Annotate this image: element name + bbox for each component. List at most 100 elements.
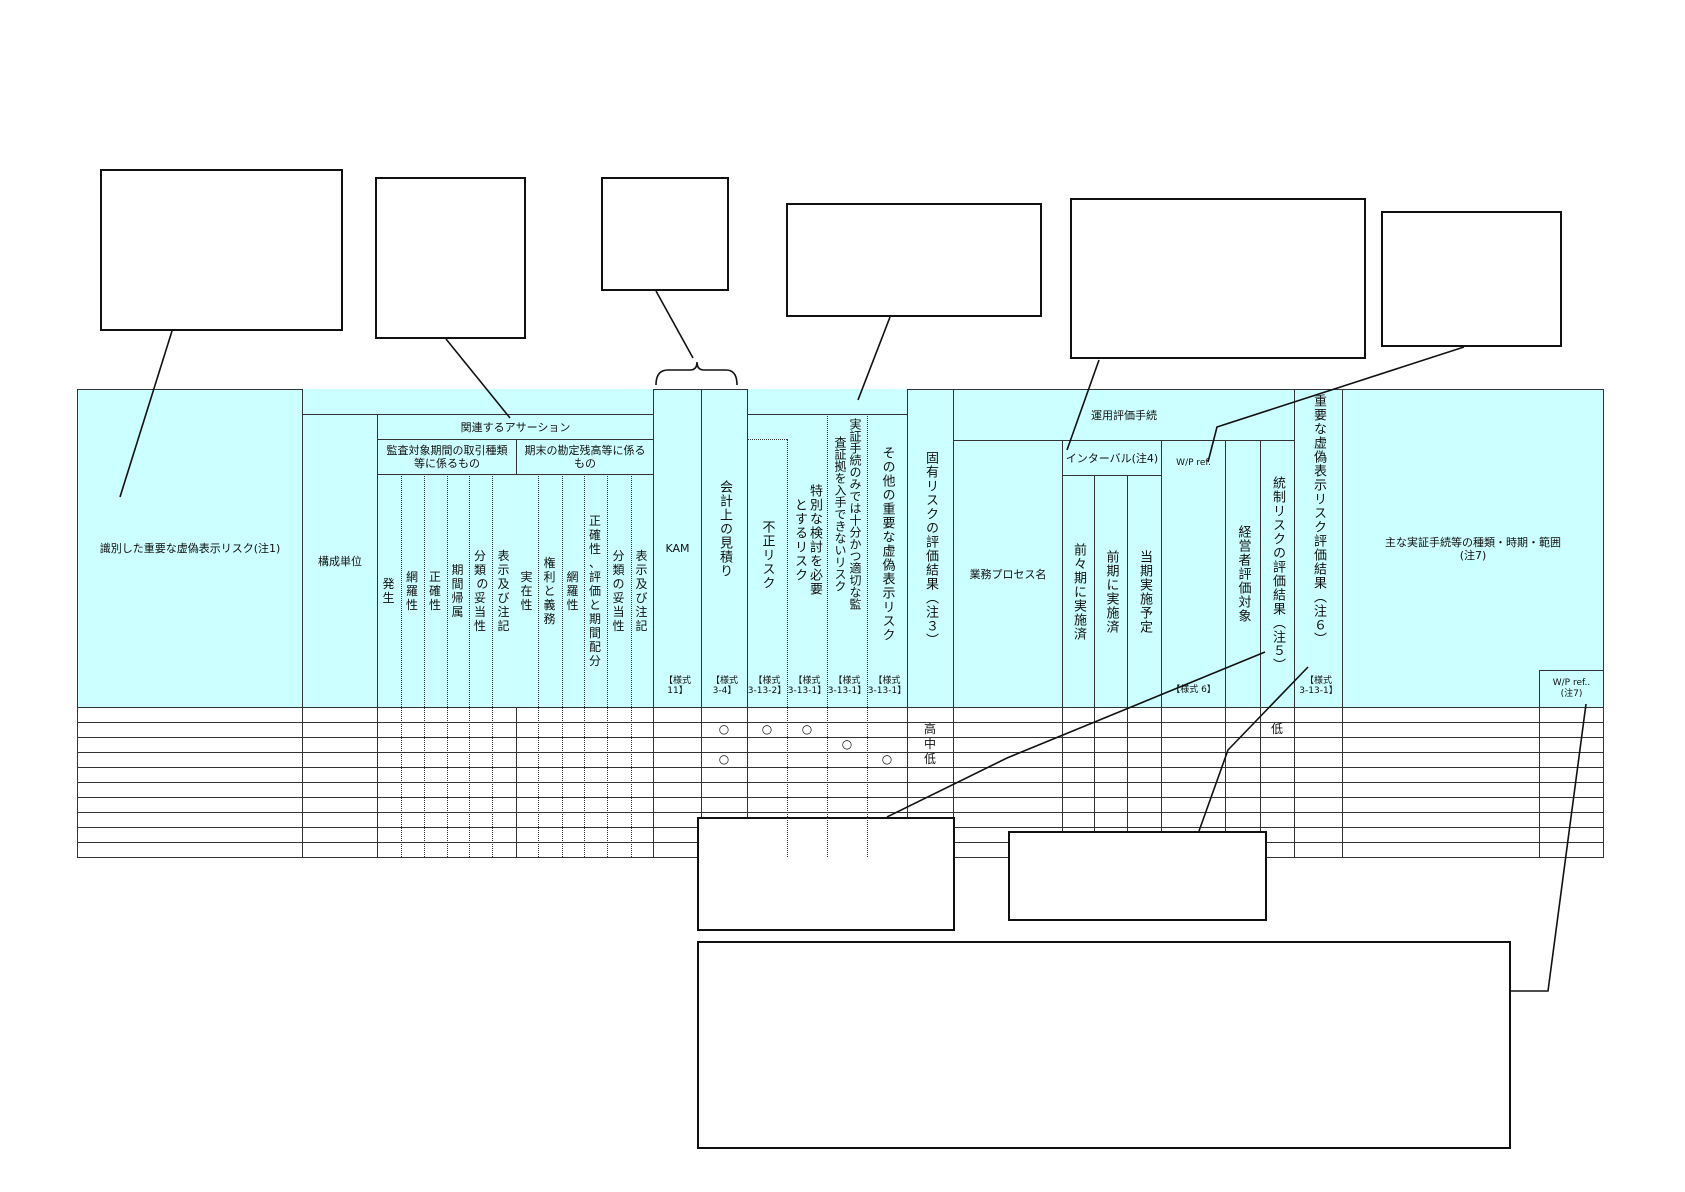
row-divider [77, 767, 1604, 768]
dotted-divider [827, 414, 828, 857]
header-current-label: 当期実施予定 [1137, 549, 1152, 634]
dotted-divider [492, 474, 493, 857]
header-wp-ref-note7-label: W/P ref.. (注7) [1552, 678, 1591, 699]
dotted-divider [787, 439, 788, 857]
assertion-label: 発 生 [382, 577, 396, 605]
cell-estimate[interactable]: ○ [718, 722, 730, 736]
dotted-divider [607, 474, 608, 857]
header-other-risk: その他の重要な虚偽表示リスク [867, 418, 907, 658]
assertion-column-12: 表 示 及 び 注 記 [631, 476, 653, 706]
dotted-divider [631, 474, 632, 857]
assertion-column-1: 発 生 [377, 476, 401, 706]
assertion-column-8: 権 利 と 義 務 [538, 476, 562, 706]
header-process-label: 業務プロセス名 [969, 567, 1047, 581]
cell-estimate[interactable]: ○ [718, 752, 730, 766]
dotted-divider [401, 474, 402, 857]
header-fraud-label: 不正リスク [759, 519, 775, 590]
kam-form-ref: 【様式 11】 [663, 676, 691, 696]
assertion-column-4: 期 間 帰 属 [447, 476, 469, 706]
header-other-label: その他の重要な虚偽表示リスク [879, 446, 895, 642]
row-divider [77, 812, 1604, 813]
row-divider [77, 737, 1604, 738]
assertion-label: 正 確 性 [428, 570, 442, 612]
dotted-divider [447, 474, 448, 857]
assertion-label: 正 確 性 、 評 価 と 期 間 配 分 [588, 514, 602, 668]
header-mgmt-label: 経営者評価対象 [1235, 525, 1251, 623]
leader-line-2 [445, 338, 511, 419]
header-substantive-only: 実証手続のみでは十分かつ適切な監 査証拠を入手できないリスク [827, 418, 867, 678]
header-interval-label: インターバル(注4) [1065, 451, 1159, 465]
header-period-end-balances: 期末の勘定残高等に係る もの [516, 439, 654, 475]
cell-substantive[interactable]: ○ [841, 737, 853, 751]
special-form-ref: 【様式 3-13-1】 [787, 676, 827, 696]
assertion-column-9: 網 羅 性 [562, 476, 584, 706]
callout-box-1 [100, 169, 343, 331]
assertion-label: 実 在 性 [520, 570, 534, 612]
leader-line-7 [886, 651, 1266, 818]
assertion-label: 分 類 の 妥 当 性 [473, 549, 490, 633]
assertion-label: 権 利 と 義 務 [543, 556, 557, 626]
dotted-divider [424, 474, 425, 857]
header-background [77, 389, 1604, 707]
wp-form-ref: 【様式 6】 [1171, 685, 1216, 695]
leader-line-8 [1198, 666, 1309, 832]
dotted-divider [469, 474, 470, 857]
header-assertions-label: 関連するアサーション [460, 420, 571, 434]
header-inherent-label: 固有リスクの評価結果（注３） [923, 450, 938, 647]
assertion-label: 表 示 及 び 注 記 [635, 549, 649, 633]
assertion-column-5: 分 類 の 妥 当 性 [469, 476, 492, 706]
cell-control[interactable]: 低 [1270, 722, 1283, 736]
leader-line-3 [655, 290, 694, 359]
header-fraud: 不正リスク [747, 439, 787, 669]
rmm-form-ref: 【様式 3-13-1】 [1299, 676, 1338, 696]
assertion-column-6: 表 示 及 び 注 記 [492, 476, 516, 706]
callout-box-6 [1381, 211, 1562, 347]
cell-special[interactable]: ○ [801, 722, 813, 736]
dotted-divider [584, 474, 585, 857]
header-substantive-procedures-label: 主な実証手続等の種類・時期・範囲 (注7) [1385, 535, 1561, 562]
callout-box-8 [1008, 831, 1267, 921]
header-estimate-label: 会計上の見積り [717, 479, 732, 578]
assertion-label: 表 示 及 び 注 記 [497, 549, 511, 633]
header-prev2-label: 前々期に実施済 [1071, 542, 1086, 641]
callout-box-3 [601, 177, 729, 291]
assertion-label: 期 間 帰 属 [451, 563, 465, 619]
header-control-label: 統制リスクの評価結果（注５） [1270, 476, 1285, 672]
assertion-column-7: 実 在 性 [516, 476, 538, 706]
row-divider [77, 752, 1604, 753]
callout-box-7 [697, 817, 955, 931]
row-divider [77, 722, 1604, 723]
cell-other[interactable]: ○ [881, 752, 893, 766]
other-form-ref: 【様式 3-13-1】 [867, 676, 907, 696]
cell-fraud[interactable]: ○ [761, 722, 773, 736]
header-prev-label: 前期に実施済 [1103, 549, 1119, 634]
dotted-divider [562, 474, 563, 857]
row-divider [77, 782, 1604, 783]
cell-inherent[interactable]: 中 [923, 737, 936, 751]
header-period-transactions-label: 監査対象期間の取引種類 等に係るもの [386, 444, 508, 470]
assertion-column-11: 分 類 の 妥 当 性 [607, 476, 631, 706]
dotted-divider [867, 414, 868, 857]
assertion-column-3: 正 確 性 [424, 476, 447, 706]
substantive-form-ref: 【様式 3-13-1】 [827, 676, 867, 696]
header-operating-tests-label: 運用評価手続 [1091, 408, 1157, 422]
cell-inherent[interactable]: 低 [923, 752, 936, 766]
leader-line-1 [119, 330, 173, 498]
header-unit-label: 構成単位 [318, 554, 362, 568]
callout-box-2 [375, 177, 526, 339]
callout-box-4 [786, 203, 1042, 317]
cell-inherent[interactable]: 高 [923, 722, 936, 736]
header-special: 特別な検討を必要 とするリスク [787, 440, 827, 640]
estimate-form-ref: 【様式 3-4】 [710, 676, 738, 696]
assertion-label: 網 羅 性 [566, 570, 580, 612]
header-identified-risk-label: 識別した重要な虚偽表示リスク(注1) [99, 542, 281, 555]
row-divider [77, 707, 1604, 708]
callout-box-5 [1070, 198, 1366, 359]
assertion-label: 網 羅 性 [405, 570, 419, 612]
header-kam-label: KAM [665, 542, 690, 555]
callout-box-9 [697, 941, 1511, 1149]
assertion-column-10: 正 確 性 、 評 価 と 期 間 配 分 [584, 476, 607, 706]
fraud-form-ref: 【様式 3-13-2】 [747, 676, 787, 696]
